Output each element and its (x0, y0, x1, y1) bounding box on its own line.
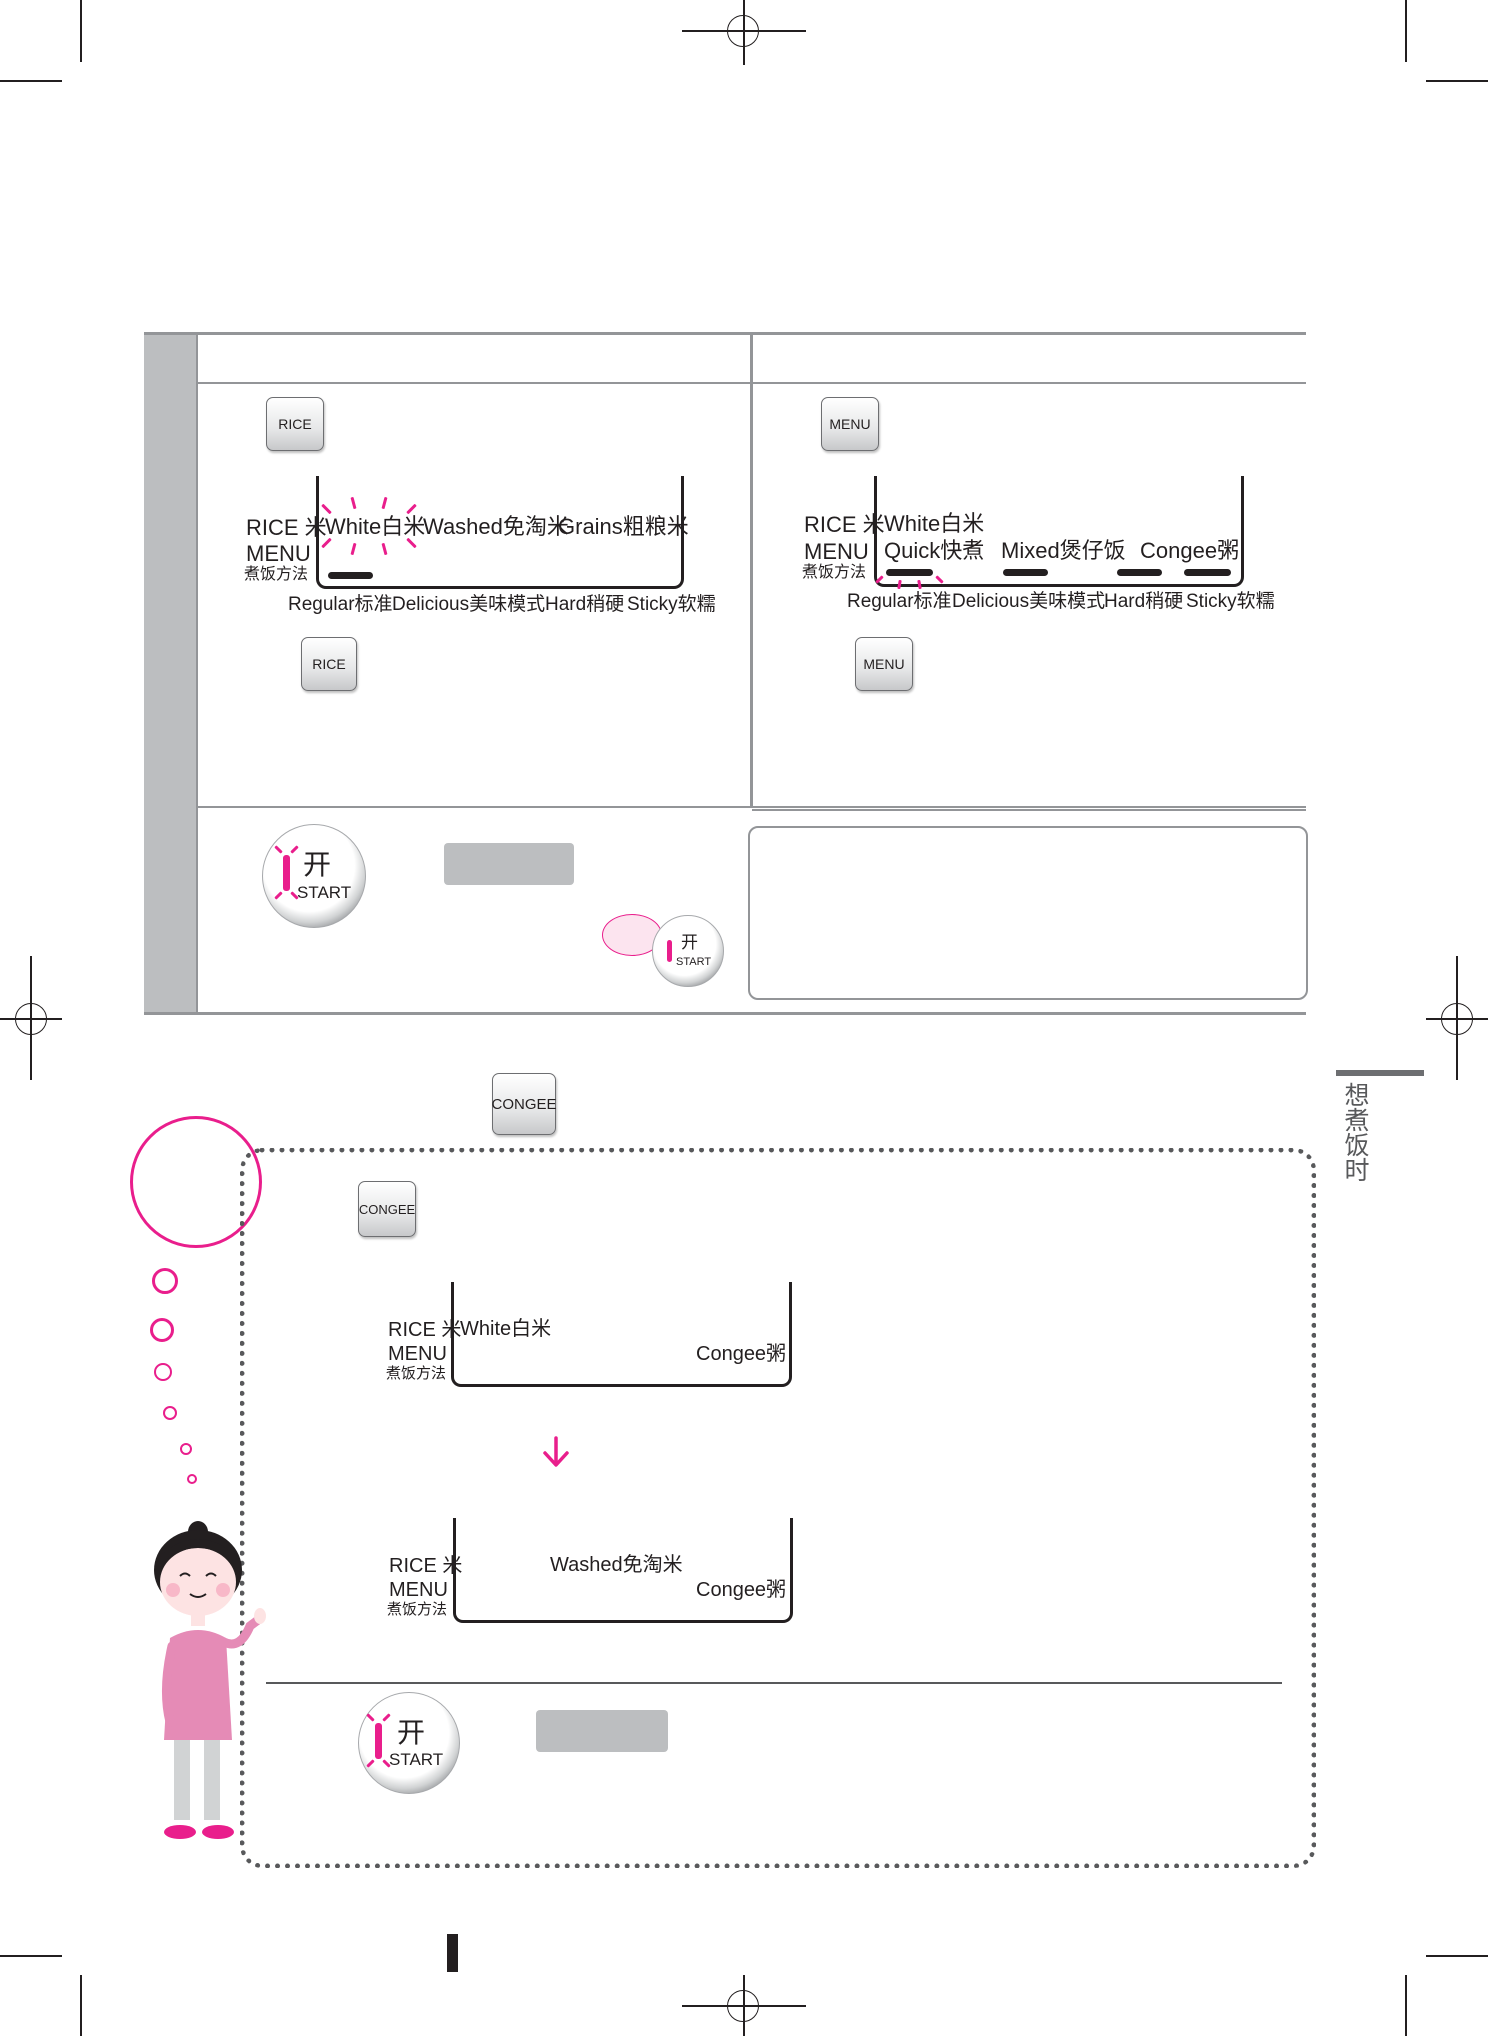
lcd-menu-mixed: Mixed煲仔饭 (1001, 538, 1126, 563)
placeholder-box (444, 843, 574, 885)
lcd-rice-type-white: White白米 (884, 511, 985, 536)
arrow-down-icon (543, 1436, 569, 1467)
side-tab-bar (1336, 1070, 1424, 1076)
lcd-rice-label: RICE 米 (804, 512, 885, 537)
note-box (748, 826, 1308, 1000)
lcd-cook-label: 煮饭方法 (802, 564, 867, 581)
start-button-en: START (297, 883, 352, 902)
lcd-rice-type-white: White白米 (325, 514, 426, 539)
panel-gray-sidebar (144, 332, 196, 1014)
lcd-method-hard: Hard稍硬 (1104, 591, 1184, 612)
congee-dotted-box (240, 1148, 1316, 1868)
girl-illustration (154, 1521, 266, 1839)
congee-button[interactable]: CONGEE (358, 1181, 416, 1237)
lcd-rice-type: Washed免淘米 (550, 1554, 683, 1576)
tip-circle (130, 1116, 262, 1248)
lcd-rice-type-washed: Washed免淘米 (423, 514, 569, 539)
lcd-menu-quick: Quick快煮 (884, 538, 985, 563)
menu-button[interactable]: MENU (821, 397, 879, 451)
lcd-method-regular: Regular标准 (288, 594, 393, 615)
lcd-menu-label: MENU (804, 539, 869, 564)
menu-button-repeat[interactable]: MENU (855, 637, 913, 691)
lcd-cook-label: 煮饭方法 (244, 566, 309, 583)
section-divider (266, 1682, 1282, 1684)
congee-button-header[interactable]: CONGEE (492, 1073, 557, 1135)
lcd-rice-type-grains: Grains粗粮米 (558, 514, 689, 539)
lcd-method-regular: Regular标准 (847, 591, 952, 612)
placeholder-box (536, 1710, 668, 1752)
lcd-rice-type: White白米 (460, 1318, 552, 1340)
rice-button-repeat[interactable]: RICE (301, 637, 357, 691)
lcd-menu-label: MENU (246, 541, 311, 566)
start-button-small[interactable]: 开 START (652, 915, 724, 987)
rice-button[interactable]: RICE (266, 397, 324, 451)
lcd-method-delicious: Delicious美味模式 (392, 594, 546, 615)
instruction-panel (144, 332, 1306, 1016)
lcd-method-sticky: Sticky软糯 (1186, 591, 1275, 612)
lcd-method-sticky: Sticky软糯 (627, 594, 716, 615)
lcd-menu-congee: Congee粥 (1140, 538, 1240, 563)
start-button-congee[interactable]: 开 START (358, 1692, 460, 1794)
lcd-menu-congee: Congee粥 (696, 1579, 787, 1601)
lcd-rice-label: RICE 米 (246, 515, 327, 540)
start-indicator-light (375, 1723, 382, 1759)
lcd-method-indicator (328, 572, 373, 579)
page-marker (447, 1934, 458, 1972)
start-button[interactable]: 开 START (262, 824, 366, 928)
lcd-method-delicious: Delicious美味模式 (952, 591, 1106, 612)
lcd-method-indicator (886, 569, 933, 576)
side-tab-label: 想煮饭时 (1341, 1082, 1370, 1182)
start-button-cn: 开 (303, 848, 332, 881)
start-indicator-light (283, 855, 290, 891)
lcd-menu-congee: Congee粥 (696, 1343, 787, 1365)
lcd-method-hard: Hard稍硬 (545, 594, 625, 615)
